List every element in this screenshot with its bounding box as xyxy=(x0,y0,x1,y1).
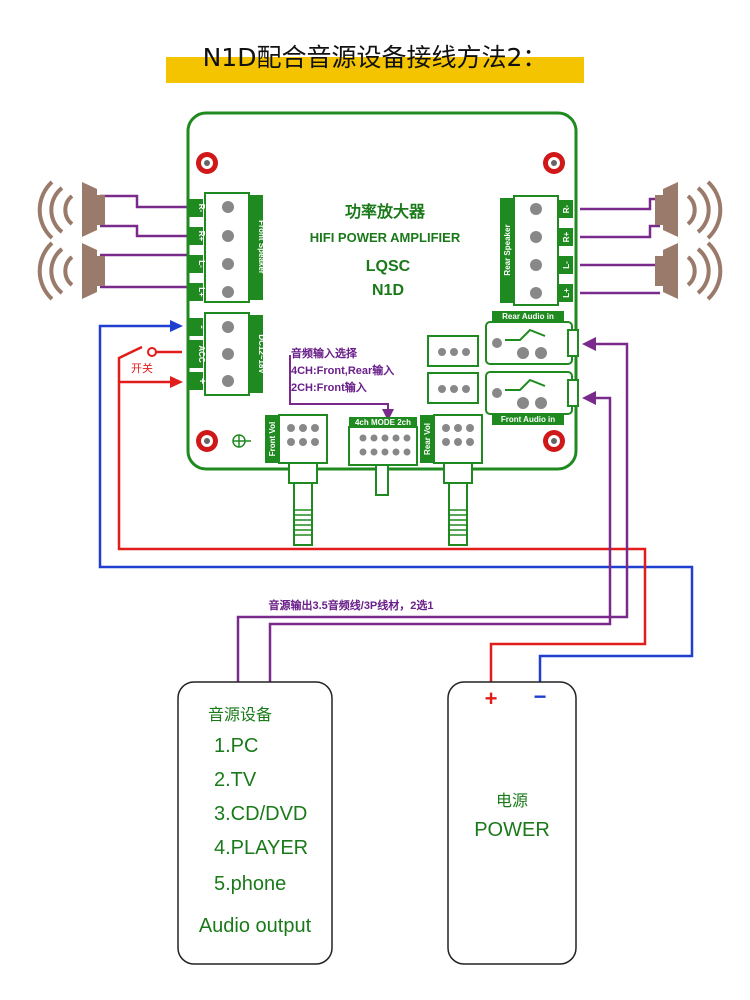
speaker-icon-left-bottom xyxy=(37,241,105,301)
cable-note: 音源输出3.5音频线/3P线材，2选1 xyxy=(268,598,433,612)
svg-text:Front Audio in: Front Audio in xyxy=(501,415,555,424)
board-model: N1D xyxy=(372,282,404,299)
front-speaker-terminal: Front Speaker xyxy=(204,192,266,303)
source-title: 音源设备 xyxy=(208,706,272,724)
svg-text:+: + xyxy=(196,378,207,384)
switch-label: 开关 xyxy=(131,361,153,375)
svg-text:Rear Audio in: Rear Audio in xyxy=(502,312,554,321)
rear-volume-knob: Rear Vol xyxy=(420,414,483,546)
board-name-cn: 功率放大器 xyxy=(345,202,426,221)
input-select-4ch: 4CH:Front,Rear输入 xyxy=(291,363,394,377)
page-title: N1D配合音源设备接线方法2： xyxy=(203,43,548,72)
mode-switch: 4ch MODE 2ch xyxy=(348,417,418,496)
front-audio-in-jack: Front Audio in xyxy=(485,371,579,425)
power-minus: − xyxy=(534,684,547,709)
power-supply-box xyxy=(447,681,577,965)
board-name-en: HIFI POWER AMPLIFIER xyxy=(310,230,461,245)
capacitor-icon xyxy=(232,434,251,448)
rear-audio-in-jack: Rear Audio in xyxy=(485,311,579,365)
front-speaker-label: Front Speaker xyxy=(257,220,266,274)
svg-text:Rear Vol: Rear Vol xyxy=(423,423,432,455)
wire-purple-audio-front xyxy=(268,396,612,682)
svg-text:L+: L+ xyxy=(562,288,571,298)
input-select-title: 音频输入选择 xyxy=(291,346,358,360)
power-title-en: POWER xyxy=(474,819,550,841)
dc-voltage-label: DC12~18V xyxy=(257,334,266,374)
mode-label: 4ch MODE 2ch xyxy=(355,418,411,427)
power-terminal: DC12~18V - ACC + xyxy=(189,312,266,396)
source-item: 4.PLAYER xyxy=(214,837,308,859)
front-volume-knob: Front Vol xyxy=(265,414,328,546)
speaker-icon-left-top xyxy=(37,180,105,240)
source-item: 2.TV xyxy=(214,769,257,791)
source-item: 5.phone xyxy=(214,873,286,895)
audio-3p-headers xyxy=(427,335,479,404)
svg-text:L+: L+ xyxy=(197,287,206,297)
source-footer: Audio output xyxy=(199,915,312,937)
wire-red-switch xyxy=(117,345,143,382)
rear-speaker-label: Rear Speaker xyxy=(503,224,512,275)
input-select-2ch: 2CH:Front输入 xyxy=(291,380,367,394)
svg-text:L-: L- xyxy=(562,261,571,269)
arrow-red xyxy=(170,376,183,388)
speaker-icon-right-top xyxy=(655,180,723,240)
speaker-icon-right-bottom xyxy=(655,241,723,301)
wire-purple-audio-rear xyxy=(236,342,629,682)
wire-blue-negative xyxy=(98,324,694,682)
svg-text:ACC: ACC xyxy=(197,345,206,363)
switch-contact xyxy=(147,347,157,357)
rear-speaker-terminal: Rear Speaker R- R+ L- L+ xyxy=(500,195,573,306)
power-plus: + xyxy=(485,686,498,711)
audio-source-box xyxy=(177,681,333,965)
svg-text:R-: R- xyxy=(562,204,571,213)
svg-text:-: - xyxy=(196,325,207,328)
power-title-cn: 电源 xyxy=(496,792,528,810)
svg-text:R+: R+ xyxy=(562,231,571,242)
source-item: 1.PC xyxy=(214,735,258,757)
svg-text:Front Vol: Front Vol xyxy=(268,422,277,457)
svg-text:R+: R+ xyxy=(197,231,206,242)
source-item: 3.CD/DVD xyxy=(214,803,307,825)
arrow-blue xyxy=(170,320,183,332)
svg-text:R-: R- xyxy=(197,204,206,213)
svg-text:L-: L- xyxy=(197,260,206,268)
mounting-holes xyxy=(196,152,565,452)
title-highlight xyxy=(166,57,584,83)
board-brand: LQSC xyxy=(366,258,411,275)
front-pin-labels: R- R+ L- L+ xyxy=(189,199,206,301)
speaker-wires-right xyxy=(580,197,660,295)
